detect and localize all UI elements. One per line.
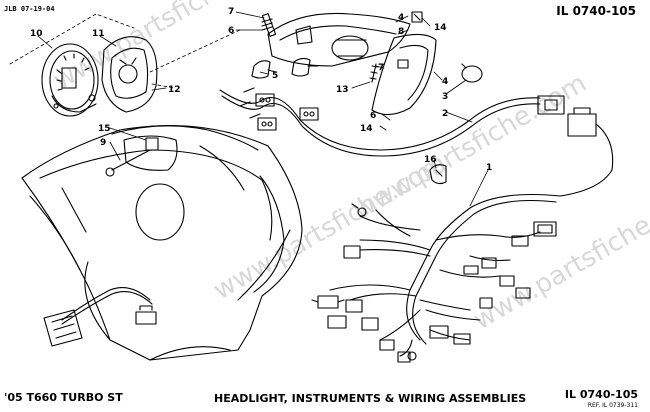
model-label: '05 T660 TURBO ST (4, 391, 123, 404)
callout-11: 11 (92, 29, 105, 39)
callout-4-right: 4 (442, 77, 448, 87)
callout-14-mid: 14 (360, 124, 373, 134)
harness-connectors-icon (311, 203, 557, 363)
callout-4-top: 4 (398, 13, 404, 23)
callout-6-top: 6 (228, 26, 234, 36)
headlight-lens-icon (369, 33, 437, 116)
wire-clip-icon (429, 164, 447, 185)
callout-14-top: 14 (434, 23, 447, 33)
illustration-ref-bottom: IL 0740-105 (564, 388, 638, 401)
callout-10: 10 (30, 29, 43, 39)
callout-5: 5 (272, 71, 278, 81)
gauge-housing-icon (101, 36, 158, 113)
callout-15: 15 (98, 124, 111, 134)
callout-8: 8 (398, 27, 404, 37)
ring-clip-icon (461, 65, 483, 83)
callout-16: 16 (424, 155, 437, 165)
switch-icon (105, 137, 159, 177)
fairing-icon (21, 125, 303, 361)
callout-3: 3 (442, 92, 448, 102)
callout-12: 12 (168, 85, 181, 95)
wire-harness-upper-icon (219, 87, 565, 157)
callout-2: 2 (442, 109, 448, 119)
diagram-title: HEADLIGHT, INSTRUMENTS & WIRING ASSEMBLI… (214, 392, 527, 405)
callout-7-mid: 7 (378, 63, 384, 73)
harness-connector-icon (559, 107, 614, 197)
gauge-icon (41, 43, 99, 117)
illustration-ref-top: IL 0740-105 (556, 4, 636, 18)
callout-9: 9 (100, 138, 106, 148)
lower-harness-icon (43, 287, 157, 347)
callout-1: 1 (486, 163, 492, 173)
callout-7-top: 7 (228, 7, 234, 17)
main-harness-icon (329, 194, 561, 357)
drawing-code: JLB 07-19-04 (4, 5, 55, 13)
reference-subcode: REF. IL 0739-311 (587, 402, 638, 409)
watermark-text-4: www.partsfiche.com (469, 178, 650, 336)
callout-13: 13 (336, 85, 349, 95)
headlight-bulb-icon (251, 57, 319, 79)
callout-6-mid: 6 (370, 111, 376, 121)
watermark-text-1: www.partsfiche.com (49, 0, 292, 96)
